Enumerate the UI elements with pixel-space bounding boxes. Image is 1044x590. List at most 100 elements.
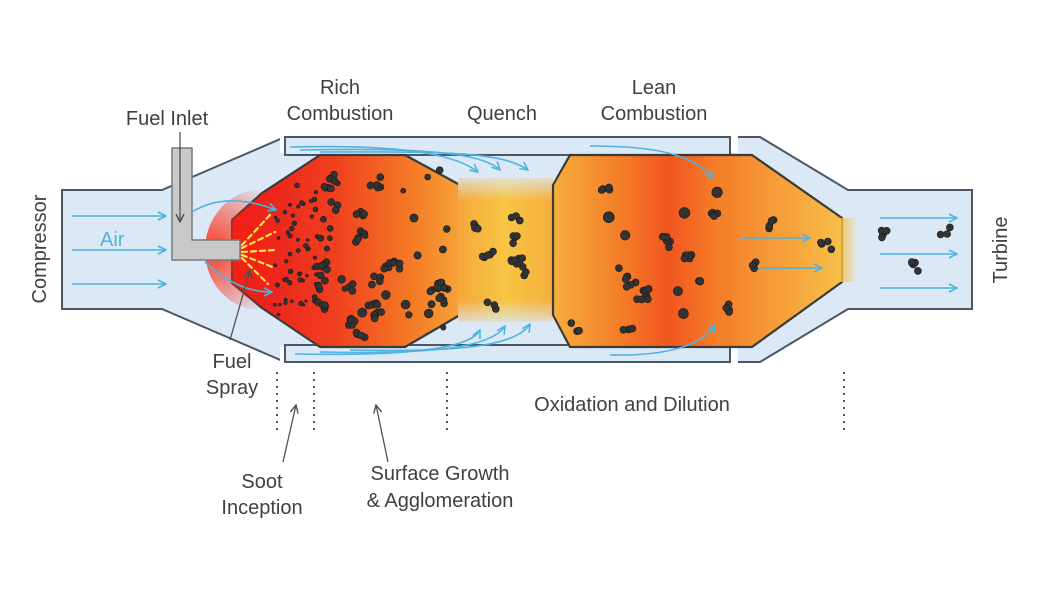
soot-particle <box>882 227 891 235</box>
soot-particle <box>330 177 339 185</box>
soot-particle <box>282 210 288 215</box>
soot-particle <box>443 225 451 233</box>
soot-inception-label-1: Soot <box>241 471 283 493</box>
soot-particle <box>360 210 368 218</box>
soot-particle <box>424 173 432 181</box>
soot-particle <box>327 184 335 193</box>
soot-particle <box>283 297 288 302</box>
soot-particle <box>673 286 683 296</box>
soot-particle <box>287 280 293 286</box>
soot-particle <box>296 204 301 209</box>
soot-particle <box>353 235 362 243</box>
soot-particle <box>413 251 422 260</box>
soot-particle <box>567 319 576 327</box>
soot-particle <box>305 238 310 242</box>
soot-particle <box>274 282 280 288</box>
soot-particle <box>395 259 404 268</box>
soot-particle <box>602 211 615 223</box>
soot-particle <box>287 251 293 257</box>
quench-label: Quench <box>467 103 537 125</box>
soot-particle <box>483 298 492 307</box>
soot-particles <box>273 166 954 342</box>
soot-particle <box>337 275 346 284</box>
soot-particle <box>710 212 718 220</box>
rich-combustion-label-1: Rich <box>320 77 360 99</box>
soot-particle <box>748 261 757 270</box>
soot-particle <box>914 267 922 275</box>
soot-particle <box>400 299 411 310</box>
surface-growth-pointer <box>376 405 389 463</box>
soot-particle <box>658 232 667 241</box>
soot-particle <box>474 224 482 233</box>
soot-particle <box>615 264 623 273</box>
soot-particle <box>680 254 689 263</box>
soot-particle <box>621 275 630 284</box>
soot-particle <box>490 301 499 309</box>
soot-particle <box>823 237 832 246</box>
soot-particle <box>305 274 309 278</box>
fuel-spray-label-1: Fuel <box>213 351 252 373</box>
soot-particle <box>312 206 319 213</box>
soot-particle <box>326 235 333 241</box>
soot-particle <box>275 218 280 223</box>
soot-particle <box>373 181 381 189</box>
soot-particle <box>575 326 583 335</box>
soot-particle <box>278 302 282 307</box>
soot-particle <box>347 316 355 325</box>
soot-particle <box>440 324 447 331</box>
soot-particle <box>320 216 327 223</box>
fuel-spray <box>240 213 278 286</box>
air-flow-arrows <box>72 145 957 356</box>
soot-particle <box>314 281 323 290</box>
soot-particle <box>622 282 631 291</box>
soot-particle <box>878 233 886 242</box>
lean-combustion-label-2: Combustion <box>601 103 708 125</box>
soot-particle <box>357 331 366 340</box>
soot-particle <box>305 248 309 252</box>
soot-particle <box>400 187 407 194</box>
soot-particle <box>316 271 325 280</box>
fuel-spray-pointer <box>229 270 250 341</box>
soot-particle <box>313 190 318 195</box>
soot-particle <box>348 280 357 288</box>
soot-particle <box>436 278 445 287</box>
soot-particle <box>644 285 652 294</box>
soot-particle <box>288 202 292 207</box>
soot-particle <box>665 243 673 252</box>
soot-particle <box>287 233 293 239</box>
soot-particle <box>438 245 447 254</box>
soot-particle <box>362 232 369 239</box>
soot-particle <box>289 226 295 232</box>
soot-particle <box>426 287 435 296</box>
soot-particle <box>311 196 318 202</box>
soot-particle <box>290 213 295 218</box>
soot-particle <box>283 300 288 305</box>
soot-particle <box>327 198 336 206</box>
soot-inception-pointer <box>282 405 296 463</box>
soot-particle <box>409 213 419 223</box>
soot-particle <box>711 186 723 198</box>
soot-particle <box>312 255 317 260</box>
soot-particle <box>435 166 444 174</box>
soot-particle <box>273 302 277 307</box>
soot-particle <box>427 300 436 309</box>
soot-particle <box>326 225 334 232</box>
soot-particle <box>321 276 329 285</box>
surface-growth-label-2: & Agglomeration <box>367 490 514 512</box>
fuel-inlet-pipe <box>171 147 241 261</box>
soot-particle <box>273 263 277 268</box>
soot-particle <box>301 278 305 283</box>
soot-particle <box>511 256 519 265</box>
soot-particle <box>628 324 637 333</box>
soot-particle <box>283 277 289 283</box>
soot-particle <box>375 277 384 286</box>
soot-particle <box>320 182 329 191</box>
soot-particle <box>484 251 492 259</box>
fuel-spray-label-2: Spray <box>206 377 258 399</box>
soot-particle <box>376 173 385 181</box>
soot-particle <box>722 304 731 312</box>
soot-particle <box>377 308 386 316</box>
soot-particle <box>435 294 443 303</box>
